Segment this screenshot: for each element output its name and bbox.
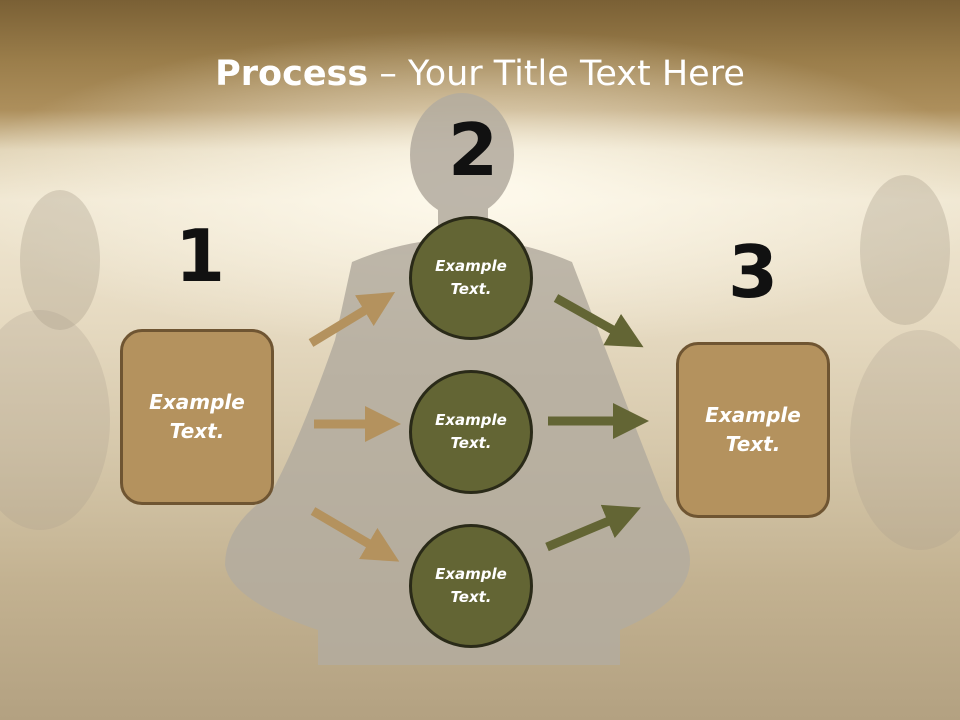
step-number-1: 1 (174, 214, 226, 298)
circle-middle-text: Example Text. (435, 411, 507, 452)
step-3-box: Example Text. (676, 342, 830, 518)
slide-title: Process – Your Title Text Here (0, 52, 960, 96)
step-1-text: Example Text. (149, 390, 245, 443)
circle-top-text: Example Text. (435, 257, 507, 298)
step-1-box: Example Text. (120, 329, 274, 505)
step-3-text: Example Text. (705, 403, 801, 456)
step-number-2: 2 (447, 108, 499, 192)
step-number-3: 3 (727, 230, 779, 314)
arrow-1-to-bottom (310, 507, 400, 562)
arrow-bottom-to-3 (545, 504, 641, 552)
arrow-1-to-top (308, 291, 396, 347)
title-rest: – Your Title Text Here (368, 54, 745, 94)
circle-top: Example Text. (409, 216, 533, 340)
arrow-top-to-3 (553, 294, 644, 348)
title-bold: Process (215, 54, 369, 94)
circle-bottom-text: Example Text. (435, 565, 507, 606)
circle-bottom: Example Text. (409, 524, 533, 648)
circle-middle: Example Text. (409, 370, 533, 494)
